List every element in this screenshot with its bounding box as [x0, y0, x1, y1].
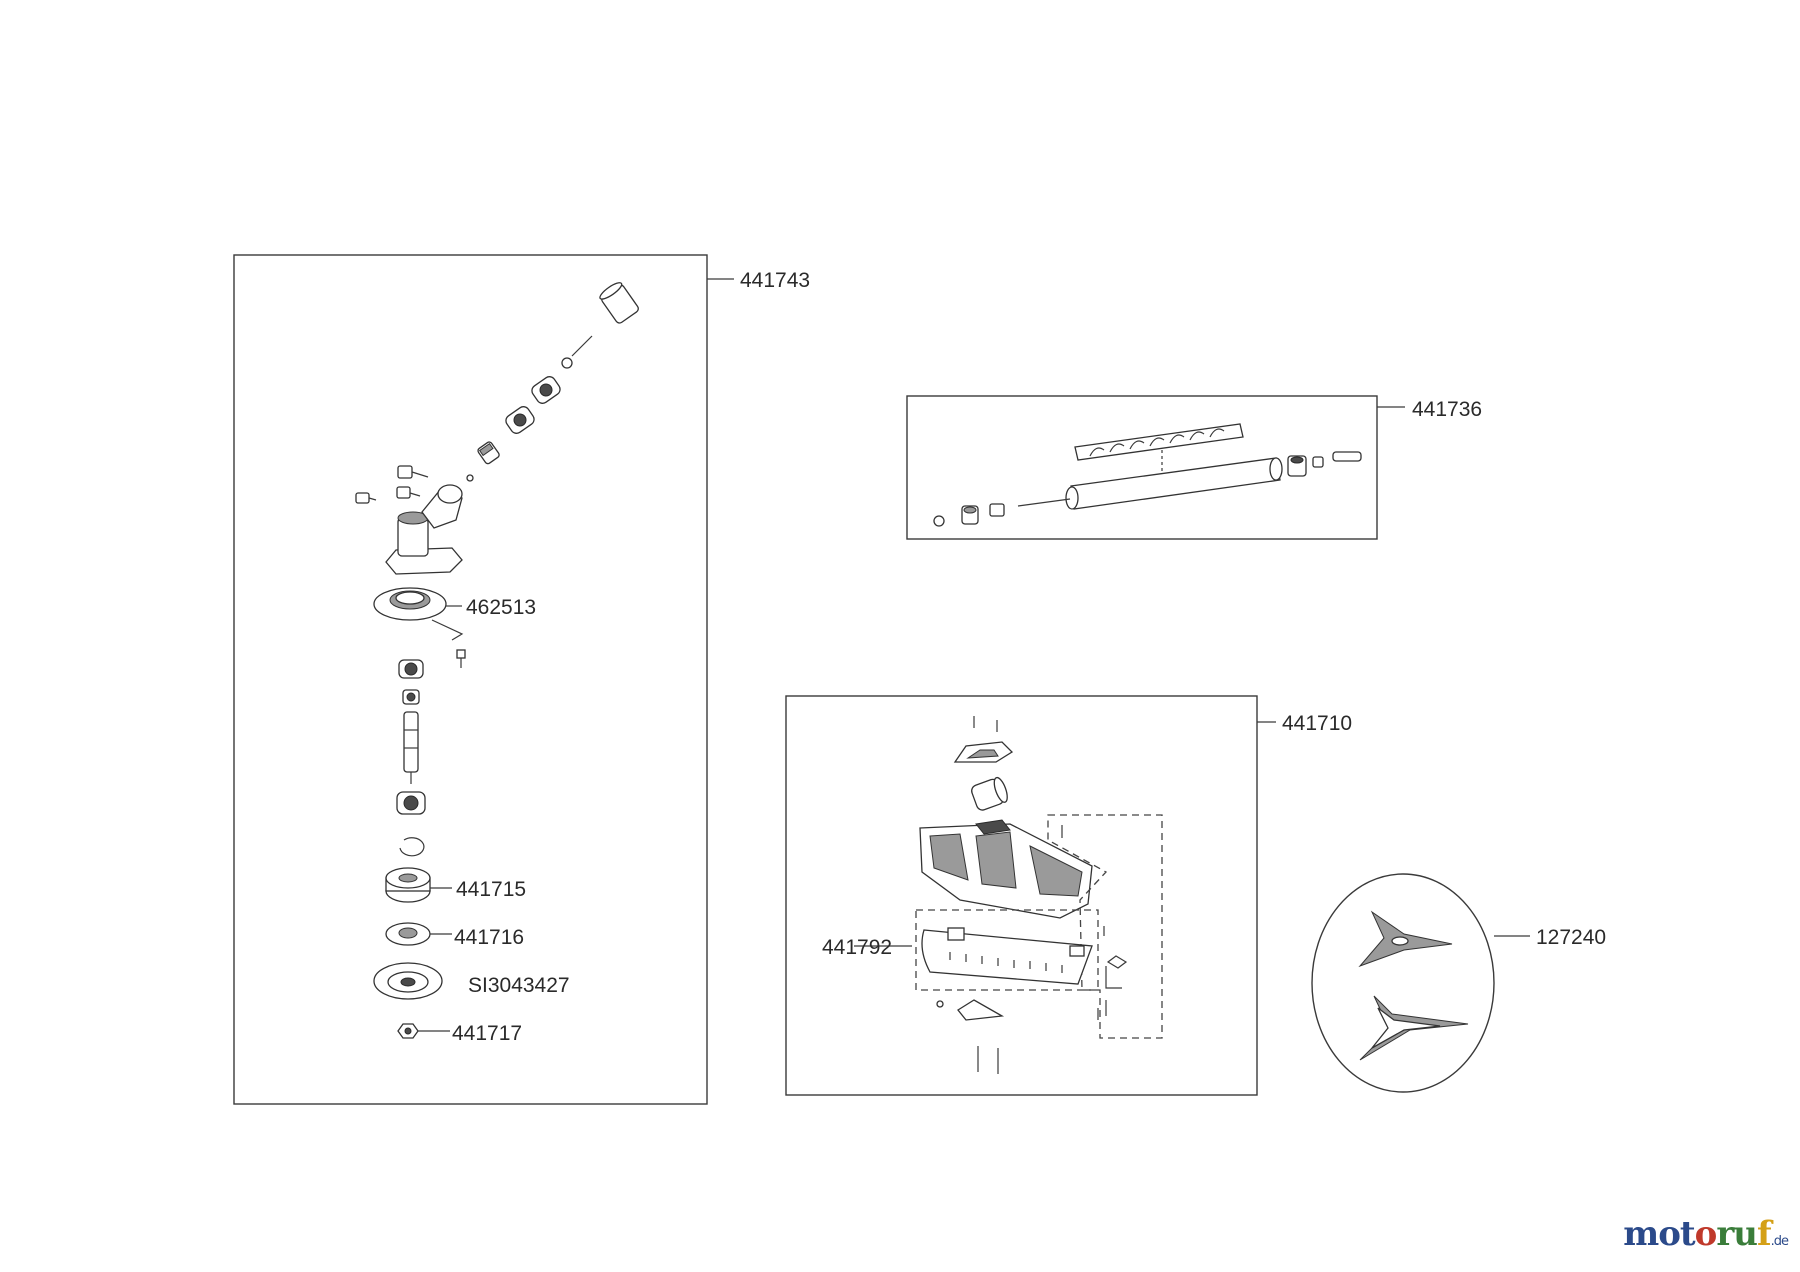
nut-part-number[interactable]: 441717 — [452, 1022, 522, 1045]
nut-drawing — [397, 1023, 419, 1039]
washer-drawing — [385, 922, 431, 946]
cover-drawing — [373, 962, 443, 1000]
blade-part-number[interactable]: 127240 — [1536, 926, 1606, 949]
shaft-frame — [906, 395, 1378, 540]
shaft-part-number[interactable]: 441736 — [1412, 398, 1482, 421]
logo-part-2: o — [1694, 1214, 1718, 1254]
gear-head-frame — [233, 254, 708, 1105]
logo-part-4: f — [1756, 1214, 1772, 1254]
guard-group: 441710 — [785, 695, 1352, 1096]
guard-extension-part-number[interactable]: 441792 — [822, 936, 892, 959]
logo-tld: .de — [1770, 1234, 1789, 1249]
shaft-group: 441736 — [906, 395, 1482, 540]
screw-icon — [355, 465, 429, 504]
gear-head-drawing: 462513 — [355, 282, 639, 1045]
cover-part-number[interactable]: SI3043427 — [468, 974, 570, 997]
logo-part-1: mot — [1623, 1214, 1695, 1254]
guard-frame — [785, 695, 1258, 1096]
guard-drawing: 441792 — [822, 716, 1163, 1074]
logo-part-3: ru — [1716, 1214, 1758, 1254]
gear-head-group: 441743 — [233, 254, 810, 1105]
guard-extension-outline — [915, 909, 1099, 991]
guard-part-number[interactable]: 441710 — [1282, 712, 1352, 735]
blade-frame — [1311, 873, 1495, 1093]
holder-drawing — [385, 867, 431, 903]
washer-part-number[interactable]: 441716 — [454, 926, 524, 949]
flange-drawing — [373, 587, 447, 621]
blade-drawing — [1358, 910, 1469, 1061]
gear-housing — [385, 484, 463, 575]
gear-head-part-number[interactable]: 441743 — [740, 269, 810, 292]
blade-group: 127240 — [1311, 873, 1606, 1093]
shaft-drawing — [933, 423, 1362, 527]
motoruf-logo: motoruf.de — [1623, 1214, 1789, 1254]
holder-part-number[interactable]: 441715 — [456, 878, 526, 901]
flange-part-number[interactable]: 462513 — [466, 596, 536, 619]
